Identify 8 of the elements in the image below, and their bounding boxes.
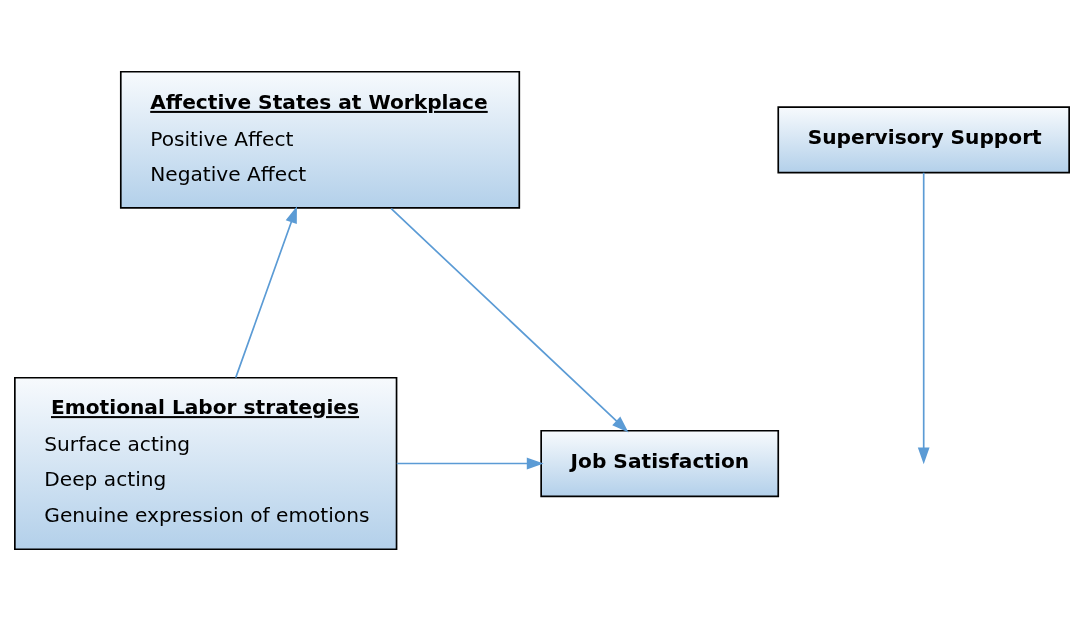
arrow — [234, 205, 297, 378]
node-box: Emotional Labor strategies Surface acting Deep acting Genuine expression of emotions — [14, 376, 398, 550]
arrow — [395, 457, 544, 469]
node-box: Affective States at Workplace Positive Affect Negative Affect — [119, 70, 521, 209]
node-box: Job Satisfaction — [540, 429, 780, 497]
node-box: Supervisory Support — [777, 105, 1070, 173]
arrow — [390, 207, 629, 432]
arrow — [917, 171, 930, 464]
